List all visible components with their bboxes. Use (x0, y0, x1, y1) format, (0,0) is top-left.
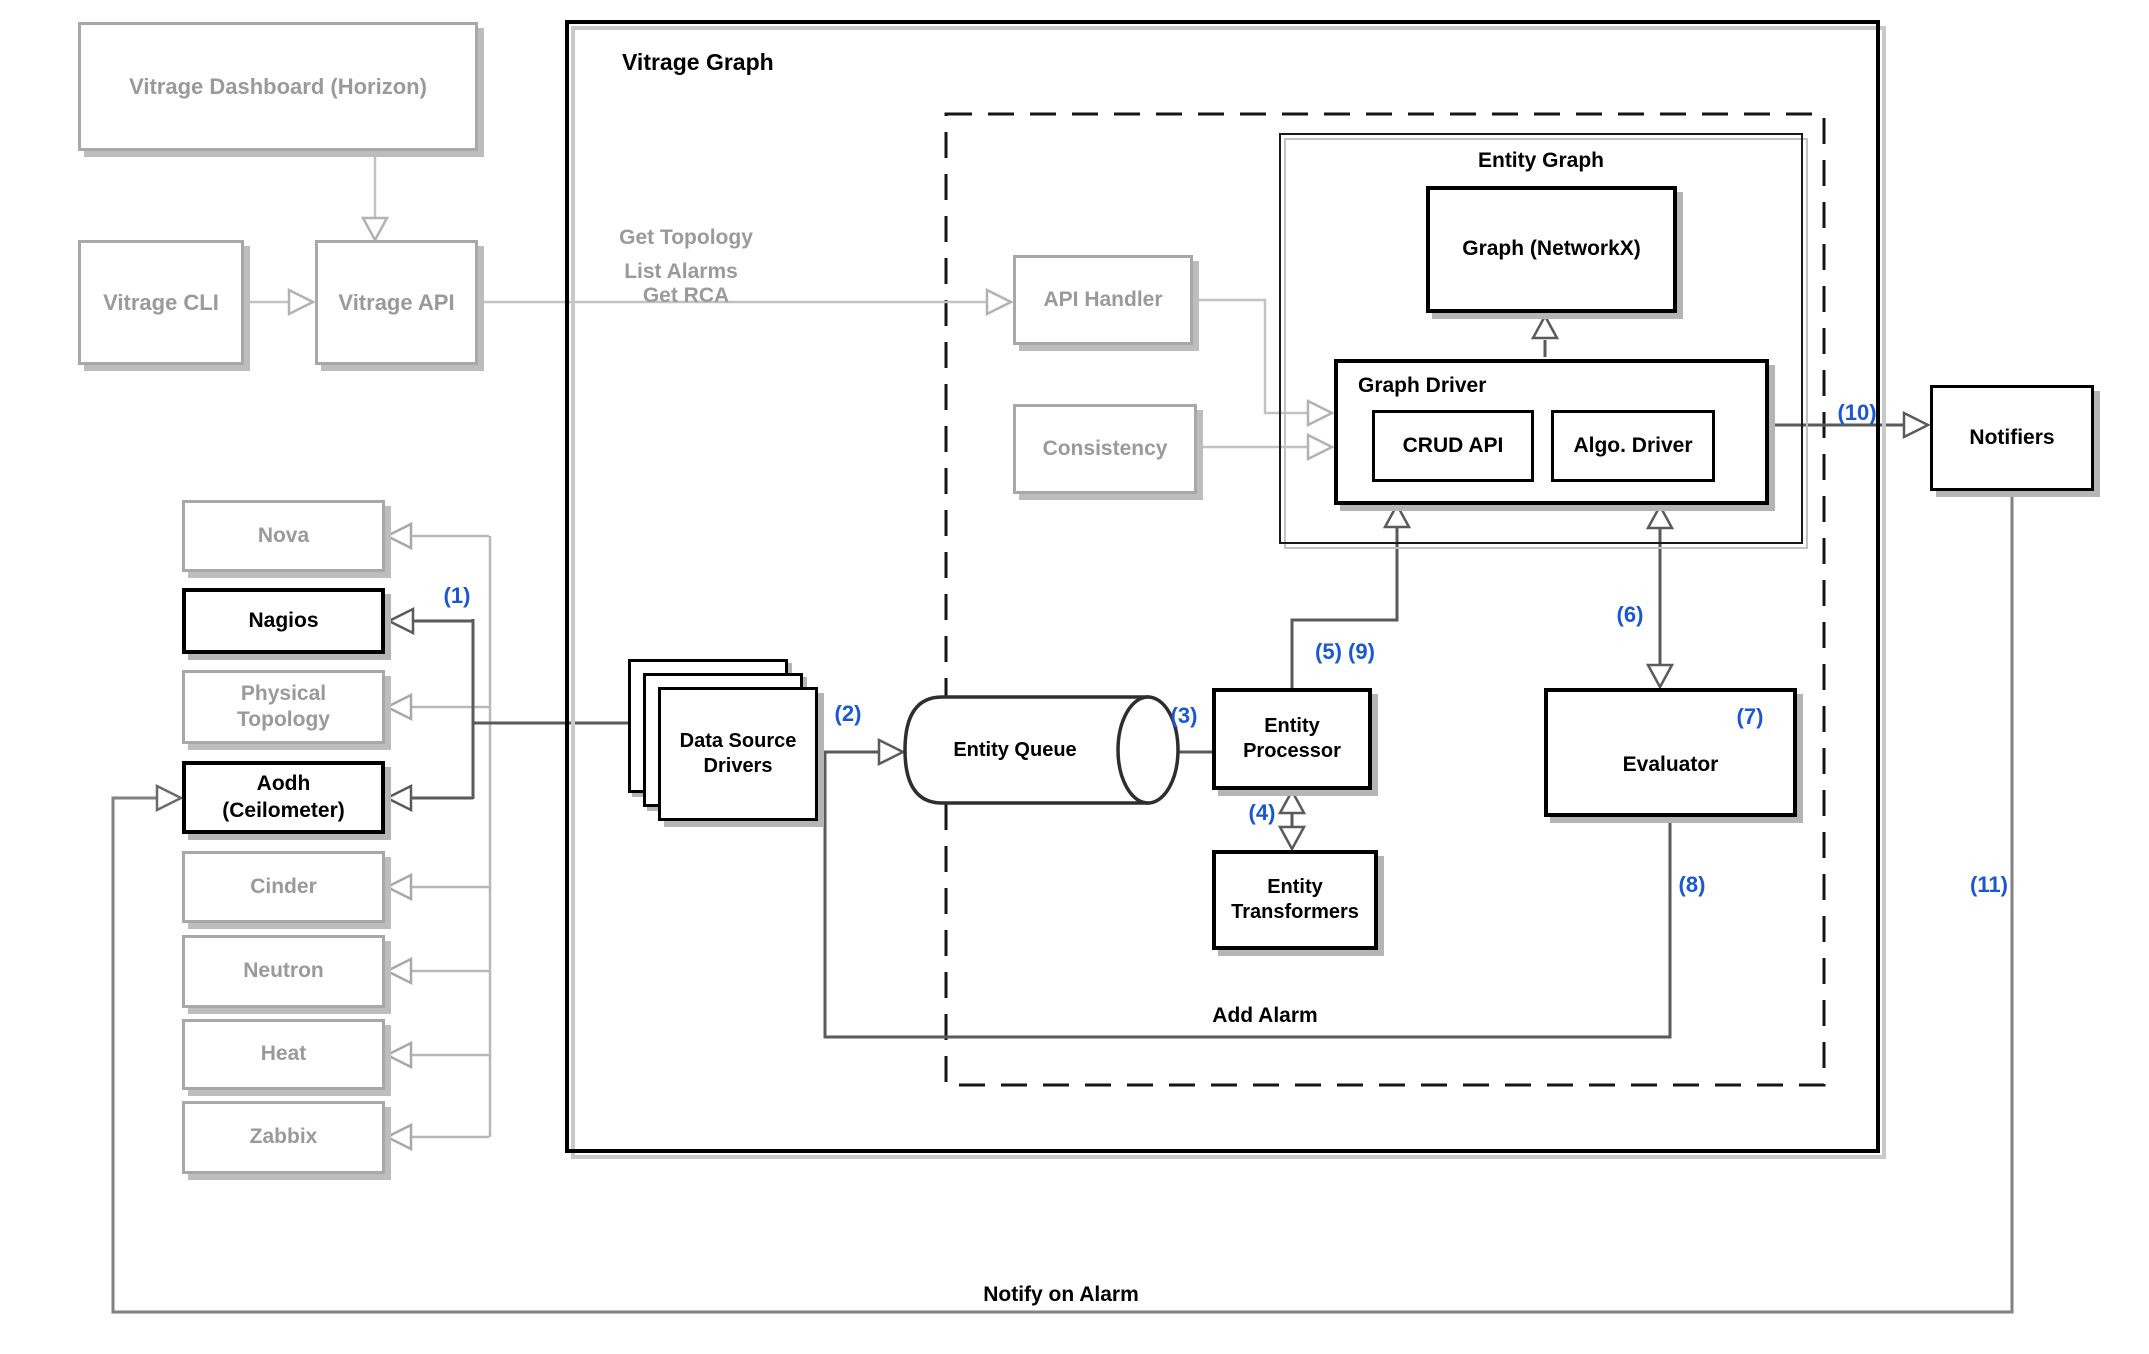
arrow-down-icon (1645, 663, 1675, 690)
source-zabbix-box: Zabbix (182, 1101, 385, 1174)
add-alarm-label: Add Alarm (1212, 1004, 1318, 1027)
api-flow-arrowheads (287, 216, 1335, 462)
graph-driver-title: Graph Driver (1358, 374, 1487, 397)
notify-on-alarm-label: Notify on Alarm (983, 1283, 1139, 1306)
arrow-left-icon (384, 956, 413, 986)
crud-api-box: CRUD API (1372, 410, 1534, 482)
arrow-down-icon (1277, 825, 1307, 852)
step-10-label: (10) (1837, 400, 1877, 425)
algo-driver-box: Algo. Driver (1551, 410, 1715, 482)
vitrage-dashboard-box: Vitrage Dashboard (Horizon) (78, 22, 478, 151)
arrow-right-icon (1306, 432, 1335, 462)
entity-queue-label: Entity Queue (953, 739, 1077, 761)
source-cinder-box: Cinder (182, 851, 385, 923)
entity-transformers-box: Entity Transformers (1212, 850, 1378, 950)
arrow-down-icon (360, 216, 390, 243)
data-source-drivers-box: Data Source Drivers (658, 687, 818, 821)
arrow-up-icon (1277, 788, 1307, 815)
notifiers-box: Notifiers (1930, 385, 2094, 491)
source-nagios-box: Nagios (182, 588, 385, 654)
step-5-9-label: (5) (9) (1315, 639, 1375, 664)
arrow-left-icon (384, 521, 413, 551)
arrow-left-icon (384, 1040, 413, 1070)
arrow-right-icon (287, 287, 316, 317)
graph-networkx-box: Graph (NetworkX) (1426, 186, 1677, 313)
arrow-right-icon (1306, 398, 1335, 428)
arrow-up-icon (1645, 503, 1675, 530)
consistency-box: Consistency (1013, 404, 1197, 494)
entity-queue-shape (903, 695, 1180, 805)
source-physical-topology-box: Physical Topology (182, 670, 385, 744)
vitrage-api-box: Vitrage API (315, 240, 478, 365)
arrow-left-icon (384, 872, 413, 902)
entity-graph-title: Entity Graph (1477, 149, 1604, 172)
dashed-boundary (944, 112, 1826, 1087)
step-7-label: (7) (1736, 704, 1764, 729)
arrow-up-icon (1530, 313, 1560, 340)
cylinder-cap-icon (1116, 695, 1180, 805)
arrow-right-icon (877, 737, 906, 767)
list-alarms-label: List Alarms (624, 260, 738, 283)
step-3-label: (3) (1170, 703, 1198, 728)
step-4-label: (4) (1248, 800, 1276, 825)
step-6-label: (6) (1616, 602, 1644, 627)
vitrage-graph-title: Vitrage Graph (622, 49, 774, 75)
arrow-left-icon (384, 692, 413, 722)
highlighted-flow-arrowheads (384, 313, 1931, 852)
api-handler-box: API Handler (1013, 255, 1193, 345)
entity-processor-box: Entity Processor (1212, 688, 1372, 790)
api-flow-lines (244, 152, 1307, 449)
source-heat-box: Heat (182, 1019, 385, 1090)
arrow-left-icon (384, 1122, 413, 1152)
vitrage-cli-box: Vitrage CLI (78, 240, 244, 365)
arrow-left-icon (384, 783, 413, 813)
arrow-left-icon (386, 606, 415, 636)
evaluator-box: Evaluator (1544, 688, 1797, 817)
source-nova-box: Nova (182, 500, 385, 572)
step-2-label: (2) (834, 701, 862, 726)
arrow-right-icon (155, 783, 184, 813)
notify-on-alarm-path (111, 493, 2014, 1314)
step-8-label: (8) (1678, 872, 1706, 897)
get-rca-label: Get RCA (642, 284, 730, 307)
arrow-up-icon (1382, 502, 1412, 529)
source-bus-arrowheads (384, 521, 413, 1152)
arrow-right-icon (985, 287, 1014, 317)
step-11-label: (11) (1970, 872, 2008, 897)
source-bus-lines (412, 534, 492, 1139)
arrow-right-icon (1902, 410, 1931, 440)
get-topology-label: Get Topology (619, 226, 753, 249)
step-1-label: (1) (443, 583, 471, 608)
source-aodh-box: Aodh (Ceilometer) (182, 761, 385, 834)
source-neutron-box: Neutron (182, 935, 385, 1008)
